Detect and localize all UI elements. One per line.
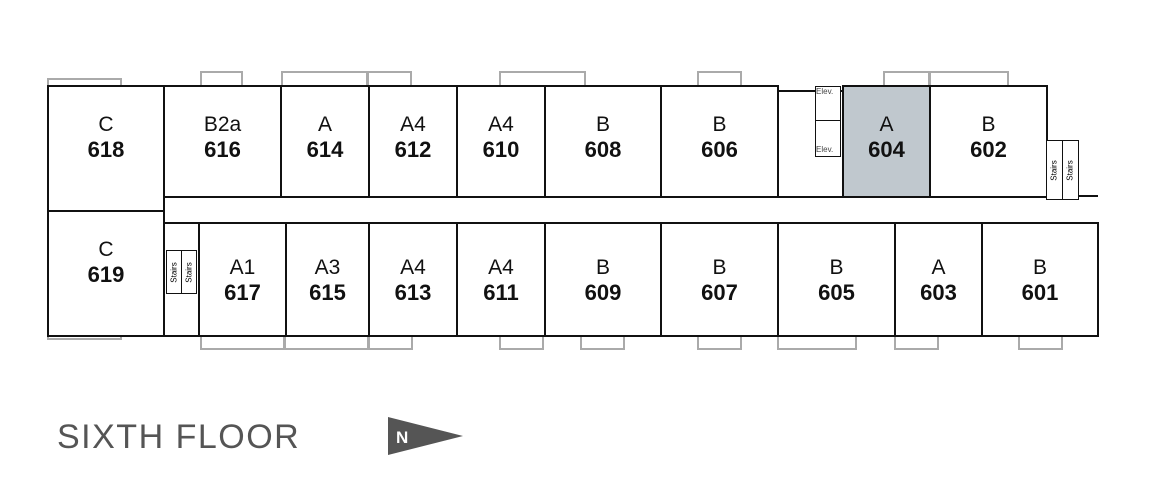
unit-number: 617	[224, 280, 261, 305]
stairs-label: Stairs	[184, 261, 194, 283]
unit-number: 607	[701, 280, 738, 305]
unit-type: A	[317, 113, 332, 136]
north-arrow-icon: N	[388, 417, 463, 455]
unit-type: A4	[488, 256, 514, 279]
stairs: Stairs	[1046, 140, 1063, 200]
elevator: Elev.	[815, 86, 841, 121]
unit-number: 616	[204, 137, 241, 162]
unit-type: B2a	[203, 113, 242, 136]
unit-number: 618	[87, 137, 125, 162]
unit-number: 612	[394, 137, 432, 162]
stairs-label: Stairs	[1066, 159, 1076, 181]
unit-type: A4	[488, 113, 514, 136]
elevator: Elev.	[815, 120, 841, 157]
unit-type: B	[981, 113, 996, 136]
unit-type: A	[879, 113, 894, 136]
unit-type: B	[595, 113, 610, 136]
unit-type: A1	[229, 256, 256, 279]
elevator-label: Elev.	[816, 87, 834, 96]
unit-number: 613	[394, 280, 432, 305]
unit-type: C	[98, 113, 114, 136]
unit-number: 614	[306, 137, 344, 162]
stairs-label: Stairs	[1050, 159, 1060, 181]
unit-number: 615	[309, 280, 346, 305]
floor-title: SIXTH FLOOR	[57, 418, 301, 456]
stairs: Stairs	[166, 250, 182, 294]
unit-type: C	[98, 238, 114, 261]
unit-number: 601	[1021, 280, 1059, 305]
stairs-label: Stairs	[169, 261, 179, 283]
unit-number: 608	[584, 137, 622, 162]
unit-number: 604	[868, 137, 905, 162]
unit-type: B	[1032, 256, 1047, 279]
unit-number: 603	[920, 280, 957, 305]
unit-number: 606	[701, 137, 738, 162]
unit-number: 610	[482, 137, 520, 162]
corridor	[163, 195, 1098, 224]
unit-number: 611	[483, 280, 519, 305]
unit-type: B	[712, 113, 727, 136]
unit-number: 619	[87, 262, 125, 287]
unit-number: 602	[970, 137, 1007, 162]
elevator-label: Elev.	[816, 145, 834, 154]
stairs: Stairs	[1062, 140, 1079, 200]
unit-type: B	[712, 256, 727, 279]
unit-number: 605	[818, 280, 855, 305]
unit-type: A4	[400, 256, 426, 279]
unit-type: A	[931, 256, 946, 279]
unit-type: B	[829, 256, 844, 279]
north-label: N	[396, 428, 408, 447]
unit-number: 609	[584, 280, 622, 305]
stairs: Stairs	[181, 250, 197, 294]
unit-type: B	[595, 256, 610, 279]
unit-type: A3	[314, 256, 341, 279]
unit-type: A4	[400, 113, 426, 136]
